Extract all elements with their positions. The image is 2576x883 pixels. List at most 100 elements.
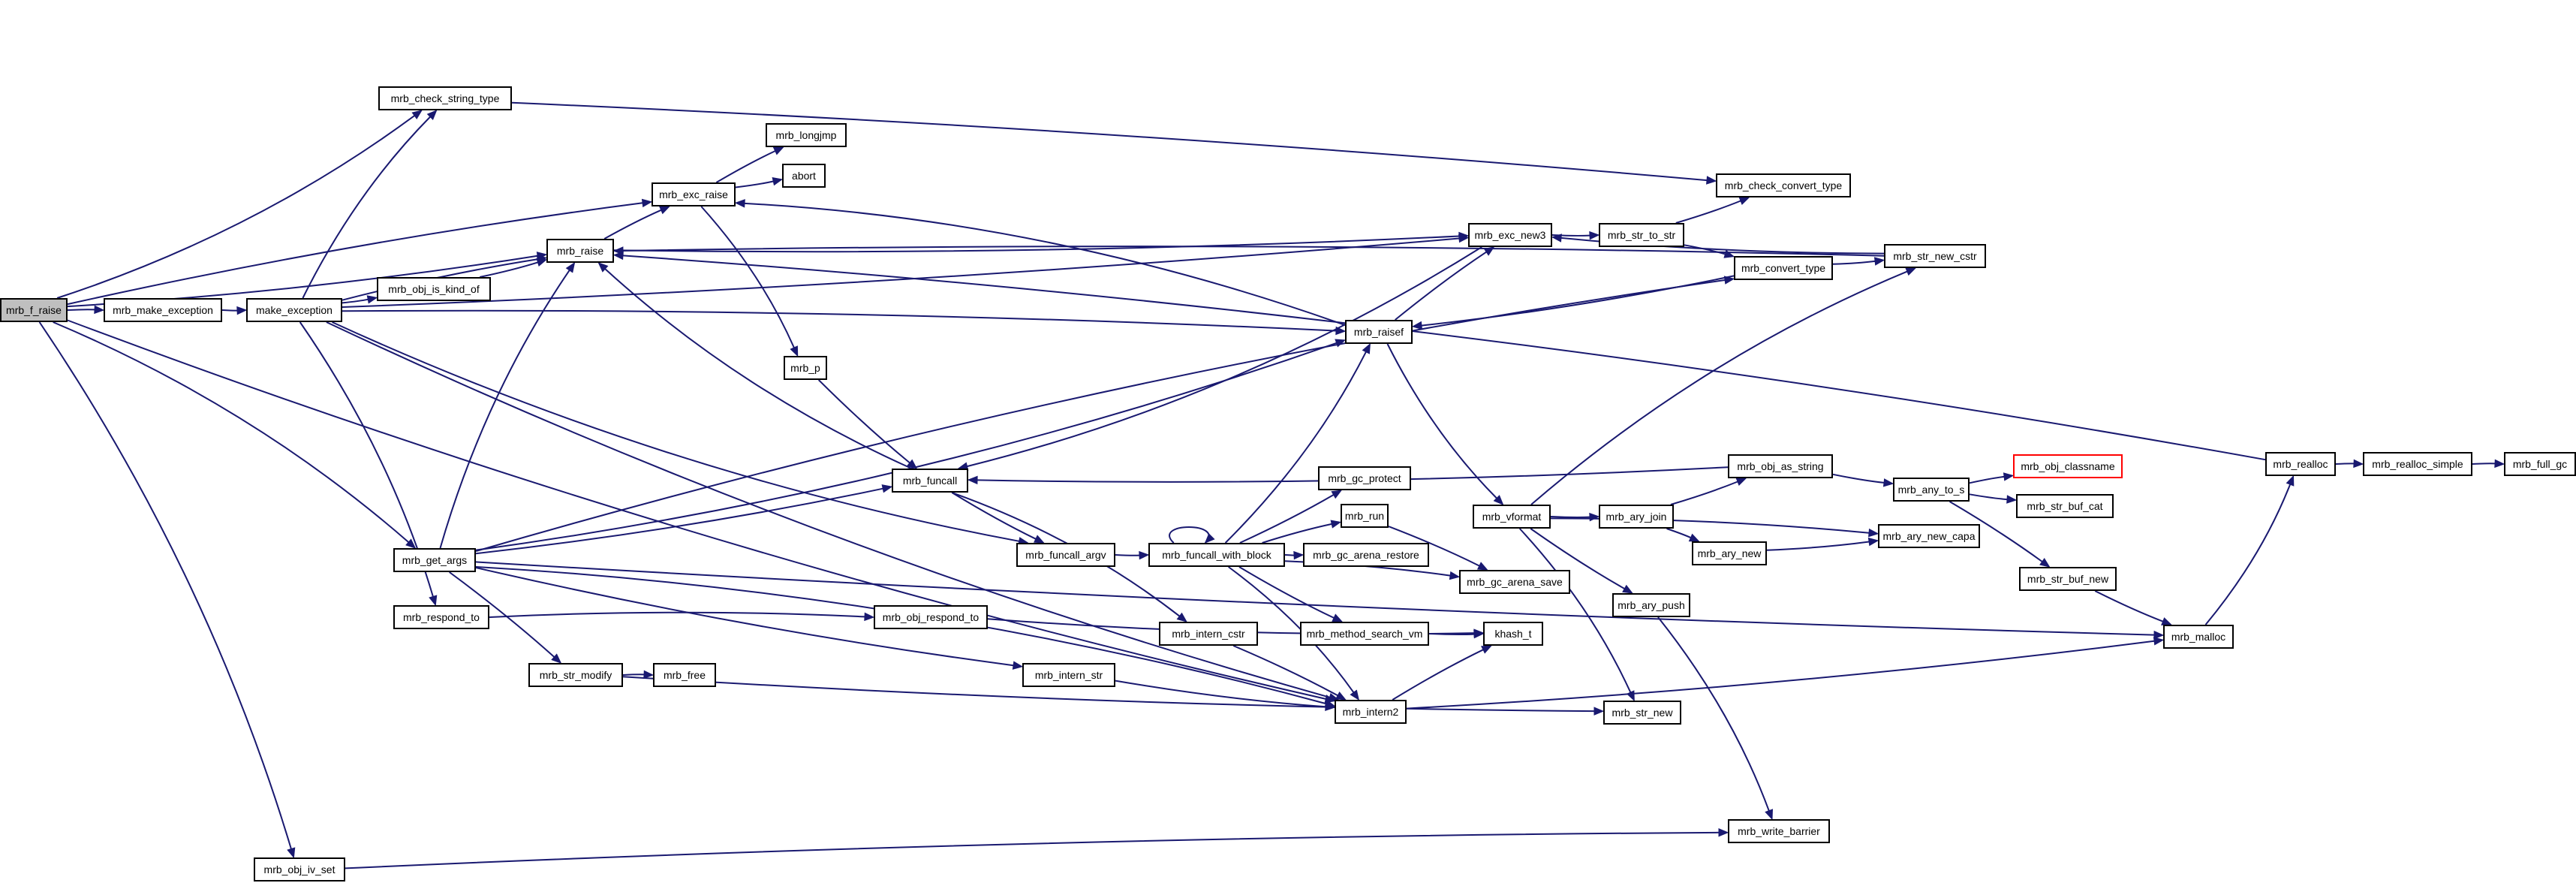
node-mrb-gc-arena-restore[interactable]: mrb_gc_arena_restore bbox=[1303, 543, 1429, 567]
edge-mrb_str_modify-to-mrb_str_new bbox=[622, 676, 1605, 716]
arrowhead bbox=[641, 198, 653, 208]
arrowhead bbox=[2153, 637, 2165, 646]
node-mrb-convert-type[interactable]: mrb_convert_type bbox=[1734, 256, 1833, 280]
node-box bbox=[246, 298, 342, 322]
node-mrb-gc-protect[interactable]: mrb_gc_protect bbox=[1318, 466, 1411, 490]
node-label: mrb_f_raise bbox=[6, 304, 62, 316]
node-mrb-get-args[interactable]: mrb_get_args bbox=[393, 548, 476, 572]
node-mrb-realloc-simple[interactable]: mrb_realloc_simple bbox=[2363, 452, 2472, 476]
arrowhead bbox=[1335, 692, 1347, 701]
node-mrb-obj-respond-to[interactable]: mrb_obj_respond_to bbox=[874, 605, 988, 629]
node-mrb-exc-raise[interactable]: mrb_exc_raise bbox=[652, 182, 736, 206]
node-box bbox=[1599, 223, 1684, 247]
node-mrb-intern-cstr[interactable]: mrb_intern_cstr bbox=[1159, 622, 1258, 646]
node-mrb-method-search-vm[interactable]: mrb_method_search_vm bbox=[1300, 622, 1429, 646]
node-mrb-full-gc[interactable]: mrb_full_gc bbox=[2504, 452, 2576, 476]
node-mrb-ary-push[interactable]: mrb_ary_push bbox=[1612, 593, 1690, 617]
node-mrb-str-to-str[interactable]: mrb_str_to_str bbox=[1599, 223, 1684, 247]
node-mrb-raise[interactable]: mrb_raise bbox=[546, 239, 614, 263]
node-mrb-longjmp[interactable]: mrb_longjmp bbox=[766, 123, 847, 147]
node-mrb-p[interactable]: mrb_p bbox=[784, 356, 827, 380]
node-mrb-intern-str[interactable]: mrb_intern_str bbox=[1022, 663, 1115, 687]
node-label: mrb_free bbox=[664, 669, 706, 681]
node-box bbox=[1468, 223, 1552, 247]
node-box bbox=[393, 548, 476, 572]
arrowhead bbox=[2006, 495, 2018, 504]
node-mrb-malloc[interactable]: mrb_malloc bbox=[2163, 625, 2234, 649]
node-mrb-vformat[interactable]: mrb_vformat bbox=[1473, 505, 1551, 529]
edge-mrb_vformat-to-mrb_ary_new_capa bbox=[1550, 517, 1879, 538]
node-mrb-ary-new[interactable]: mrb_ary_new bbox=[1692, 541, 1767, 565]
node-mrb-make-exception[interactable]: mrb_make_exception bbox=[104, 298, 222, 322]
node-abort[interactable]: abort bbox=[782, 164, 826, 188]
node-mrb-gc-arena-save[interactable]: mrb_gc_arena_save bbox=[1459, 570, 1570, 594]
node-mrb-ary-join[interactable]: mrb_ary_join bbox=[1599, 505, 1674, 529]
node-mrb-funcall-with-block[interactable]: mrb_funcall_with_block bbox=[1148, 543, 1285, 567]
node-box bbox=[1303, 543, 1429, 567]
node-label: mrb_realloc bbox=[2273, 458, 2328, 470]
node-mrb-funcall-argv[interactable]: mrb_funcall_argv bbox=[1016, 543, 1115, 567]
edge-mrb_any_to_s-to-mrb_str_buf_new bbox=[1949, 501, 2051, 568]
arrowhead bbox=[790, 345, 799, 357]
node-mrb-any-to-s[interactable]: mrb_any_to_s bbox=[1893, 478, 1970, 502]
node-mrb-str-new[interactable]: mrb_str_new bbox=[1603, 701, 1681, 725]
edge-mrb_funcall-to-mrb_raise bbox=[597, 262, 913, 469]
arrowhead bbox=[1738, 197, 1750, 205]
node-khash-t[interactable]: khash_t bbox=[1483, 622, 1543, 646]
node-mrb-obj-classname[interactable]: mrb_obj_classname bbox=[2013, 454, 2123, 478]
edge-mrb_raisef-to-mrb_exc_new3 bbox=[1395, 246, 1495, 321]
arrowhead bbox=[2003, 472, 2015, 481]
edge-mrb_funcall-to-mrb_funcall_argv bbox=[951, 492, 1045, 544]
node-box bbox=[1728, 819, 1830, 843]
edge-mrb_get_args-to-mrb_raise bbox=[439, 261, 576, 549]
node-label: mrb_full_gc bbox=[2513, 458, 2567, 470]
node-mrb-write-barrier[interactable]: mrb_write_barrier bbox=[1728, 819, 1830, 843]
node-mrb-str-new-cstr[interactable]: mrb_str_new_cstr bbox=[1884, 244, 1986, 268]
arrowhead bbox=[1873, 257, 1885, 266]
node-label: mrb_respond_to bbox=[403, 611, 480, 623]
node-box bbox=[1016, 543, 1115, 567]
node-mrb-str-buf-cat[interactable]: mrb_str_buf_cat bbox=[2016, 494, 2114, 518]
node-mrb-exc-new3[interactable]: mrb_exc_new3 bbox=[1468, 223, 1552, 247]
node-mrb-obj-is-kind-of[interactable]: mrb_obj_is_kind_of bbox=[377, 277, 491, 301]
node-mrb-raisef[interactable]: mrb_raisef bbox=[1345, 320, 1413, 344]
node-mrb-run[interactable]: mrb_run bbox=[1341, 504, 1389, 528]
node-mrb-str-modify[interactable]: mrb_str_modify bbox=[528, 663, 623, 687]
arrowhead bbox=[1905, 267, 1917, 276]
node-mrb-obj-iv-set[interactable]: mrb_obj_iv_set bbox=[254, 857, 345, 881]
edge-mrb_convert_type-to-mrb_raisef bbox=[1411, 275, 1735, 330]
node-box bbox=[653, 663, 716, 687]
node-label: mrb_funcall bbox=[903, 475, 957, 487]
arrowhead bbox=[967, 475, 978, 485]
arrowhead bbox=[1034, 535, 1045, 544]
node-mrb-str-buf-new[interactable]: mrb_str_buf_new bbox=[2019, 567, 2117, 591]
edge-mrb_str_to_str-to-mrb_check_convert_type bbox=[1675, 197, 1750, 224]
node-mrb-free[interactable]: mrb_free bbox=[653, 663, 716, 687]
edge-mrb_realloc_simple-to-mrb_full_gc bbox=[2472, 459, 2505, 469]
arrowhead bbox=[1551, 234, 1562, 243]
arrowhead bbox=[287, 847, 296, 859]
node-make-exception[interactable]: make_exception bbox=[246, 298, 342, 322]
node-mrb-check-string-type[interactable]: mrb_check_string_type bbox=[378, 86, 512, 110]
arrowhead bbox=[411, 110, 423, 119]
edge-mrb_realloc-to-mrb_raise bbox=[612, 251, 2266, 461]
node-mrb-realloc[interactable]: mrb_realloc bbox=[2265, 452, 2336, 476]
node-mrb-f-raise[interactable]: mrb_f_raise bbox=[0, 298, 68, 322]
node-mrb-intern2[interactable]: mrb_intern2 bbox=[1335, 700, 1407, 724]
node-mrb-respond-to[interactable]: mrb_respond_to bbox=[393, 605, 489, 629]
edge-mrb_ary_new-to-mrb_ary_new_capa bbox=[1766, 537, 1879, 551]
edge-make_exception-to-mrb_raisef bbox=[342, 309, 1347, 336]
node-box bbox=[1884, 244, 1986, 268]
arrowhead bbox=[906, 459, 918, 469]
node-box bbox=[2504, 452, 2576, 476]
node-mrb-obj-as-string[interactable]: mrb_obj_as_string bbox=[1728, 454, 1833, 478]
node-mrb-funcall[interactable]: mrb_funcall bbox=[892, 469, 968, 493]
node-mrb-ary-new-capa[interactable]: mrb_ary_new_capa bbox=[1878, 524, 1980, 548]
node-label: mrb_funcall_with_block bbox=[1162, 549, 1272, 561]
node-mrb-check-convert-type[interactable]: mrb_check_convert_type bbox=[1716, 173, 1851, 197]
edge-mrb_funcall_argv-to-mrb_funcall_with_block bbox=[1115, 550, 1150, 560]
edge-mrb_intern2-to-khash_t bbox=[1392, 645, 1492, 701]
arrowhead bbox=[551, 653, 562, 664]
node-label: mrb_str_new bbox=[1612, 707, 1674, 719]
arrowhead bbox=[1718, 828, 1729, 837]
